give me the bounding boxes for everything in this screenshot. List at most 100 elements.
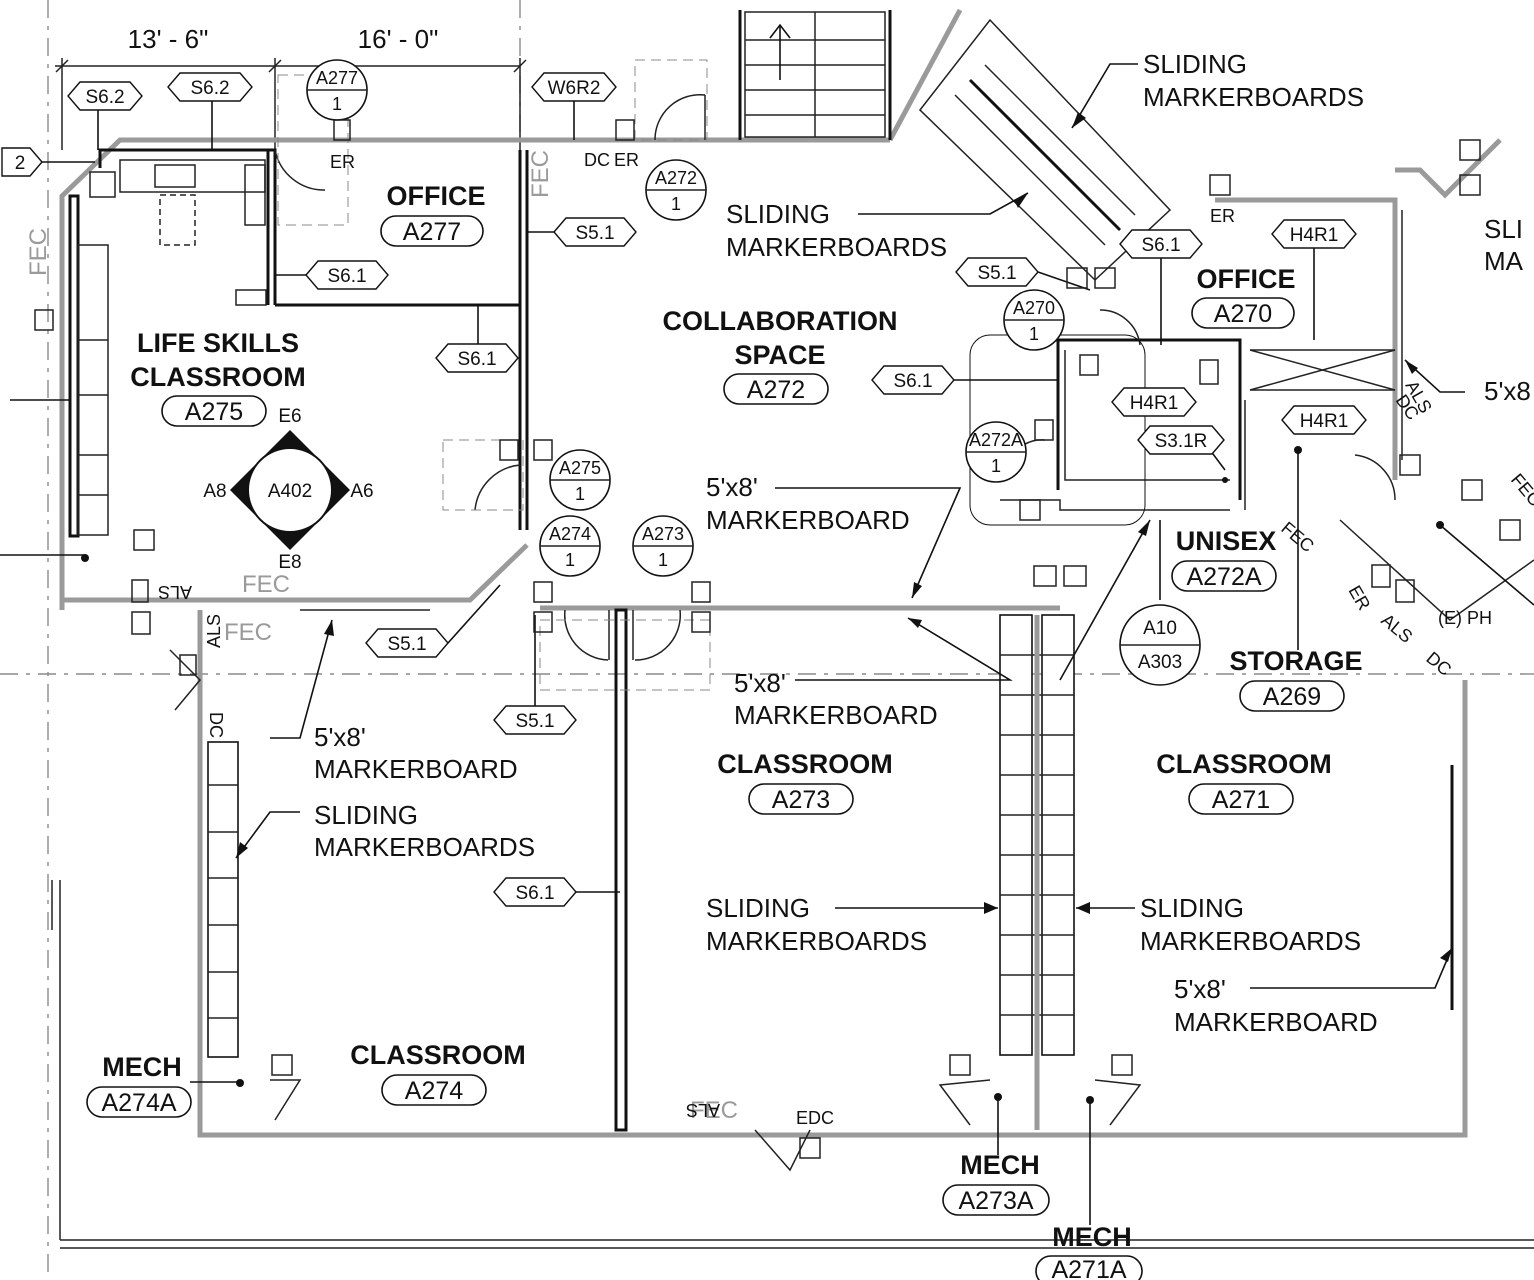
svg-text:A303: A303 [1138,652,1182,673]
room-a272a: UNISEX A272A [1171,526,1277,592]
svg-text:A273: A273 [772,786,830,814]
svg-text:MARKERBOARD: MARKERBOARD [706,505,910,535]
svg-text:1: 1 [991,456,1001,476]
room-a274: CLASSROOM A274 [350,1040,526,1106]
als-label: ALS [158,582,192,602]
svg-text:A270: A270 [1013,298,1055,318]
svg-text:S6.2: S6.2 [85,87,124,108]
svg-text:MECH: MECH [1052,1222,1132,1252]
er-label: ER [1210,206,1235,226]
svg-text:H4R1: H4R1 [1300,411,1349,432]
room-a272: COLLABORATION SPACE A272 [663,306,897,405]
svg-text:1: 1 [575,484,585,504]
svg-text:1: 1 [332,94,342,114]
fec-label: FEC [527,150,554,198]
note-sliding-ne: SLIDING [1143,49,1247,79]
svg-text:A272: A272 [655,168,697,188]
svg-text:A10: A10 [1143,618,1177,639]
edc-label: EDC [796,1108,834,1128]
svg-text:A274: A274 [405,1077,463,1105]
er-label: ER [330,152,355,172]
svg-text:2: 2 [15,153,26,174]
als-label: ALS [204,614,224,648]
device-labels: FEC FEC FEC FEC FEC FEC FEC ALS ALS ALS … [25,150,1534,1128]
svg-text:A275: A275 [185,398,243,426]
svg-text:H4R1: H4R1 [1130,393,1179,414]
svg-text:MARKERBOARDS: MARKERBOARDS [726,232,947,262]
room-a273a: MECH A273A [942,1150,1050,1216]
svg-text:S5.1: S5.1 [977,263,1016,284]
section-marker: A272A 1 [965,421,1027,483]
dimension-right: 16' - 0" [358,24,439,54]
wall-tag: H4R1 [1281,405,1367,435]
svg-text:CLASSROOM: CLASSROOM [130,362,306,392]
svg-text:A272A: A272A [969,430,1023,450]
elevation-center: A402 [268,481,312,502]
als-label: ALS [1377,610,1416,647]
angled-boards [918,18,1172,282]
svg-text:S6.1: S6.1 [893,371,932,392]
svg-text:MARKERBOARDS: MARKERBOARDS [314,832,535,862]
room-a277: OFFICE A277 [380,181,486,247]
wall-tag: S6.1 [1119,229,1203,259]
wall-tag: S6.2 [167,72,253,102]
stair [744,11,886,138]
wall-tag: S6.1 [435,343,519,373]
wall-tag: S5.1 [955,257,1039,287]
room-a269: STORAGE A269 [1229,646,1363,712]
svg-text:A274A: A274A [101,1089,176,1117]
svg-text:A270: A270 [1214,300,1272,328]
dimension-left: 13' - 6" [128,24,209,54]
leaders [0,63,1534,1225]
wall-tag: H4R1 [1111,387,1197,417]
room-labels: OFFICE A277 LIFE SKILLS CLASSROOM A275 C… [86,181,1363,1280]
dimension-strings: 13' - 6" 16' - 0" [55,24,527,150]
elevation-left: A8 [203,481,226,502]
dc-label: DC [584,150,610,170]
svg-text:A277: A277 [316,68,358,88]
note-sliding-a271: SLIDING [1140,893,1244,923]
svg-text:H4R1: H4R1 [1290,225,1339,246]
er-label: ER [614,150,639,170]
wall-tags: S6.2 S6.2 W6R2 S5.1 S6.1 S6.1 S6.1 S6.1 … [1,72,1367,907]
room-a274a: MECH A274A [86,1052,192,1118]
svg-text:UNISEX: UNISEX [1176,526,1277,556]
fec-label: FEC [224,619,272,646]
dc-label: DC [1422,648,1455,680]
room-a270: OFFICE A270 [1191,264,1296,329]
notes: SLIDING MARKERBOARDS SLIDING MARKERBOARD… [314,49,1531,1037]
wall-tag: S3.1R [1137,425,1225,455]
svg-text:MECH: MECH [960,1150,1040,1180]
wall-tag: S6.1 [871,365,955,395]
wall-tag: S5.1 [365,628,449,658]
fec-label: FEC [1507,470,1534,510]
svg-text:S3.1R: S3.1R [1155,431,1208,452]
svg-text:A272: A272 [747,376,805,404]
svg-text:S5.1: S5.1 [515,711,554,732]
er-label: ER [1345,582,1375,614]
section-marker: A272 1 [645,159,707,221]
als-label: ALS [686,1100,720,1120]
svg-text:1: 1 [565,550,575,570]
svg-text:OFFICE: OFFICE [387,181,486,211]
svg-text:MARKERBOARD: MARKERBOARD [314,754,518,784]
svg-text:1: 1 [671,194,681,214]
svg-text:SPACE: SPACE [734,340,825,370]
svg-text:W6R2: W6R2 [548,78,601,99]
svg-text:S5.1: S5.1 [387,634,426,655]
device-boxes [34,119,1521,1159]
walls [51,8,1534,1249]
svg-text:MARKERBOARDS: MARKERBOARDS [706,926,927,956]
svg-text:S6.1: S6.1 [327,266,366,287]
svg-text:S5.1: S5.1 [575,223,614,244]
note-sliding-a274: SLIDING [314,800,418,830]
svg-text:MARKERBOARDS: MARKERBOARDS [1143,82,1364,112]
casework [77,159,267,536]
note-markerboard-a273: 5'x8' [734,668,786,698]
svg-text:CLASSROOM: CLASSROOM [717,749,893,779]
svg-text:A269: A269 [1263,683,1321,711]
svg-text:A273: A273 [642,524,684,544]
svg-text:CLASSROOM: CLASSROOM [1156,749,1332,779]
